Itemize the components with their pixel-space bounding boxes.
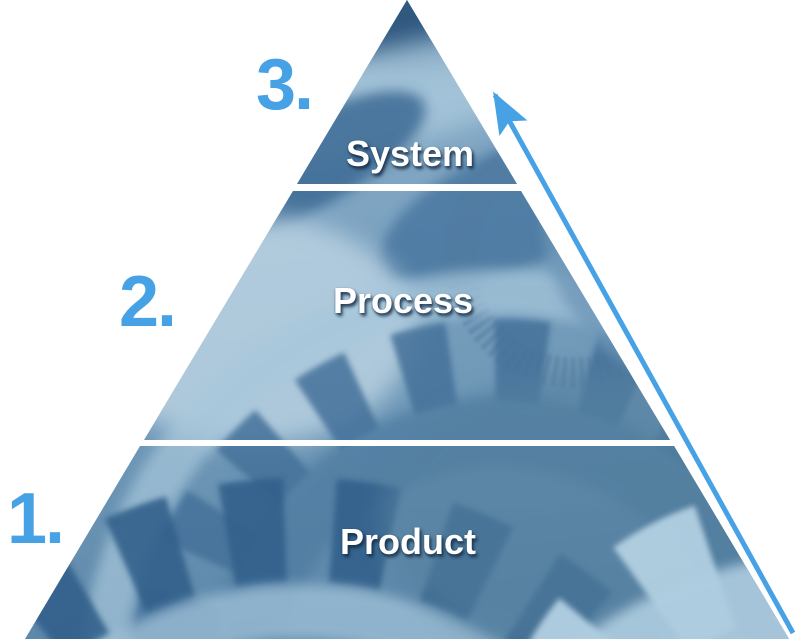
tier-label-system: System — [345, 133, 475, 174]
growth-arrow — [492, 91, 796, 635]
tier-label-product: Product — [339, 521, 477, 562]
growth-arrow-shaft — [492, 91, 796, 635]
rank-number-3: 3. — [256, 45, 314, 125]
rank-number-1: 1. — [7, 479, 65, 559]
tier-label-process: Process — [332, 280, 474, 321]
rank-number-2: 2. — [119, 262, 177, 342]
